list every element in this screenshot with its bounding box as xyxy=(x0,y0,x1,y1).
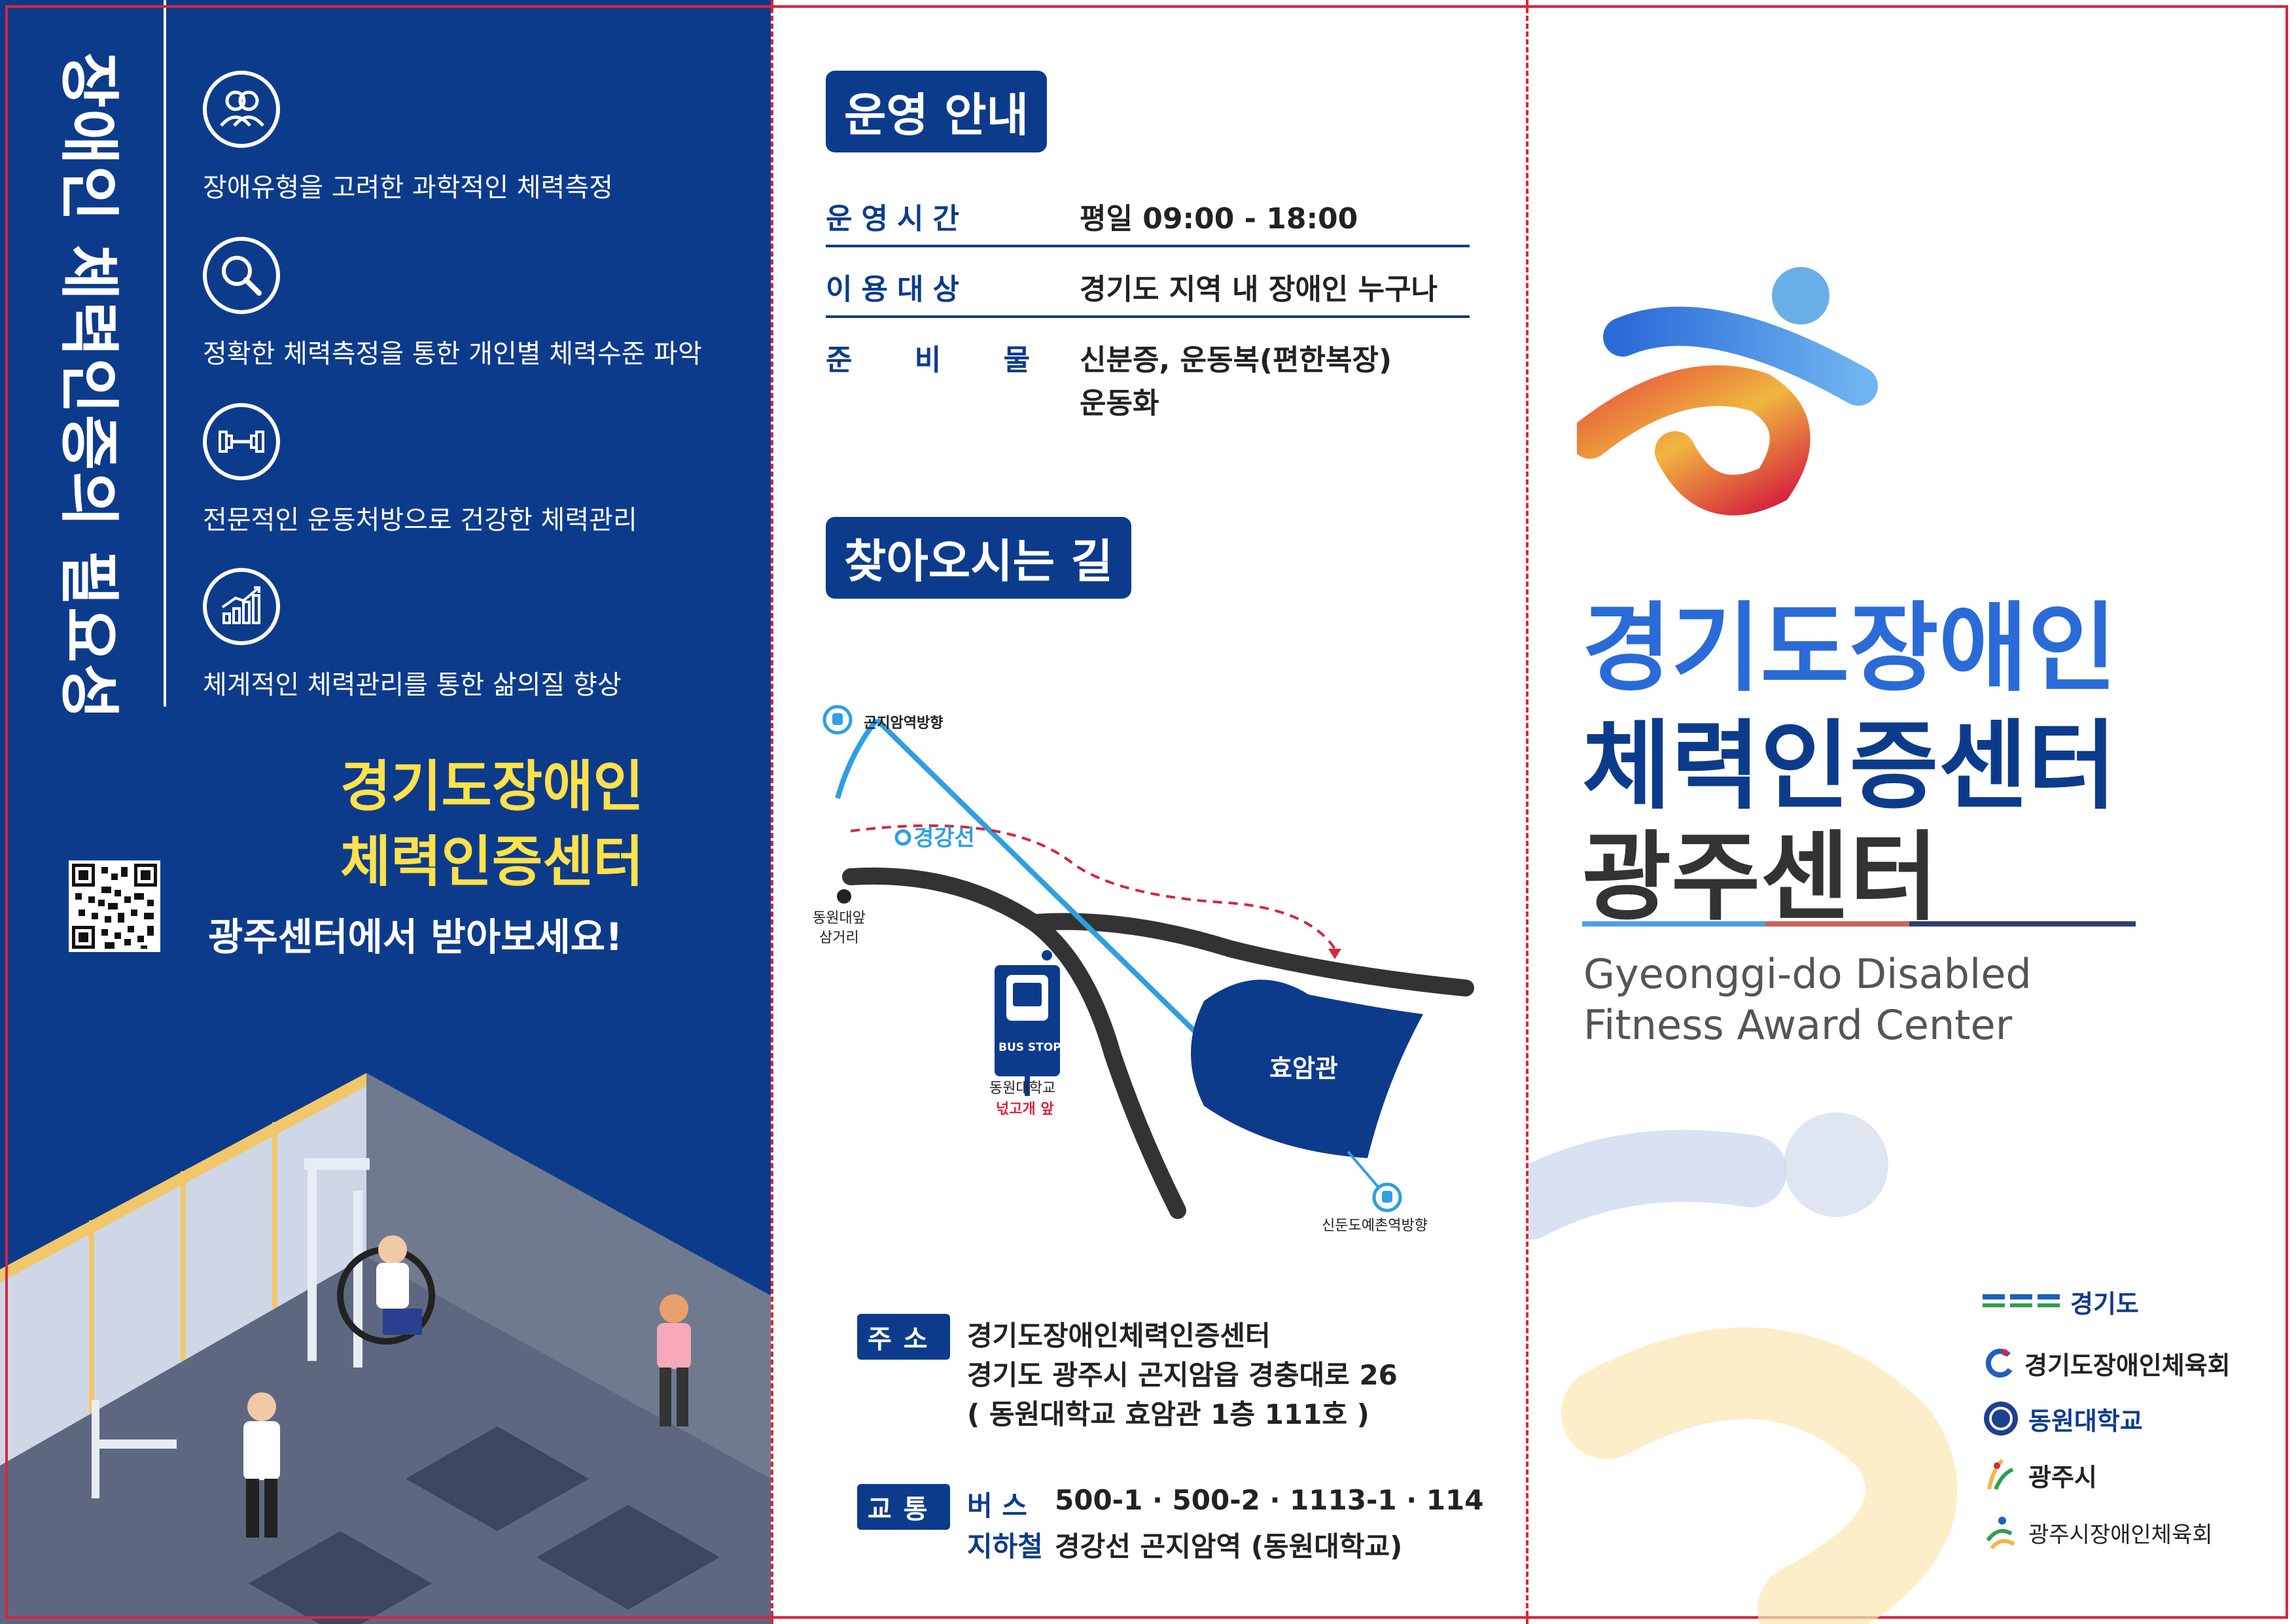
address-tag: 주소 xyxy=(857,1314,950,1360)
directions-heading: 찾아오시는 길 xyxy=(826,517,1131,599)
center-title-3: 광주센터 xyxy=(1582,821,1939,934)
sponsor-dongwon-univ[interactable]: 동원대학교 xyxy=(1983,1400,2143,1437)
address-line-3: ( 동원대학교 효암관 1층 111호 ) xyxy=(967,1398,1369,1430)
address-line-1: 경기도장애인체력인증센터 xyxy=(967,1320,1271,1352)
promo-line-3: 광주센터에서 받아보세요! xyxy=(208,915,623,959)
feature-text: 정확한 체력측정을 통한 개인별 체력수준 파악 xyxy=(203,339,702,369)
feature-4: 체계적인 체력관리를 통한 삶의질 향상 xyxy=(203,568,752,701)
feature-1: 장애유형을 고려한 과학적인 체력측정 xyxy=(203,71,752,204)
row-divider xyxy=(826,245,1470,247)
address-line-2: 경기도 광주시 곤지암읍 경충대로 26 xyxy=(967,1359,1398,1391)
center-logo xyxy=(1577,267,1878,516)
map-label-line: 경강선 xyxy=(913,825,975,851)
location-map: 곤지암역방향 경강선 동원대앞 삼거리 BUS STOP 동원대학교 넋고개 앞… xyxy=(813,705,1474,1234)
feature-text: 전문적인 운동처방으로 건강한 체력관리 xyxy=(203,505,637,535)
english-title-1: Gyeonggi-do Disabled xyxy=(1583,950,2032,998)
map-label-station-bottom: 신둔도예촌역방향 xyxy=(1322,1218,1428,1234)
row-divider xyxy=(826,315,1470,318)
gwangju-logo-icon xyxy=(1987,1458,2014,1491)
map-label-station-top: 곤지암역방향 xyxy=(864,715,943,732)
row-label-hours: 운영시간 xyxy=(826,202,968,236)
subway-info: 경강선 곤지암역 (동원대학교) xyxy=(1055,1530,1403,1562)
english-title-2: Fitness Award Center xyxy=(1583,1001,2013,1049)
map-label-bus: 동원대학교 xyxy=(989,1080,1055,1097)
gym-illustration xyxy=(0,1073,771,1624)
vertical-divider xyxy=(164,0,166,707)
fold-line-2 xyxy=(1526,0,1528,1624)
promo-line-2: 체력인증센터 xyxy=(340,830,644,894)
intersection-dot xyxy=(837,889,851,904)
center-title-1: 경기도장애인 xyxy=(1582,592,2117,705)
title-underline-navy xyxy=(1909,921,2136,927)
row-value-items: 신분증, 운동복(편한복장) xyxy=(1080,344,1392,377)
vertical-title: 장애인 체력인증의 필요성 xyxy=(54,52,124,721)
transport-tag: 교통 xyxy=(857,1484,950,1530)
fold-line-1 xyxy=(771,0,773,1624)
row-value-hours: 평일 09:00 - 18:00 xyxy=(1080,202,1358,236)
magnifier-icon xyxy=(203,237,280,314)
sponsor-gwangju[interactable]: 광주시 xyxy=(1983,1456,2097,1493)
map-label-bus-stop: BUS STOP xyxy=(998,1041,1061,1054)
operation-heading: 운영 안내 xyxy=(826,71,1047,152)
sponsor-gwangju-sports[interactable]: 광주시장애인체육회 xyxy=(1983,1514,2213,1551)
feature-text: 체계적인 체력관리를 통한 삶의질 향상 xyxy=(203,670,622,700)
feature-3: 전문적인 운동처방으로 건강한 체력관리 xyxy=(203,403,752,537)
map-label-intersection-2: 삼거리 xyxy=(819,930,859,946)
sports-council-logo-icon xyxy=(1985,1348,2013,1377)
feature-2: 정확한 체력측정을 통한 개인별 체력수준 파악 xyxy=(203,237,752,370)
bus-routes: 500-1 · 500-2 · 1113-1 · 114 xyxy=(1055,1484,1484,1516)
map-label-intersection: 동원대앞 xyxy=(813,910,866,927)
promo-line-1: 경기도장애인 xyxy=(340,754,644,819)
sponsor-gyeonggi[interactable]: 경기도 xyxy=(1983,1284,2139,1320)
row-value-items-2: 운동화 xyxy=(1080,387,1159,420)
row-label-items: 준 비 물 xyxy=(826,344,1057,377)
people-icon xyxy=(203,71,280,148)
bus-stop-dot xyxy=(1042,950,1052,961)
station-marker xyxy=(894,829,911,846)
map-label-bus-red: 넋고개 앞 xyxy=(996,1101,1054,1118)
row-value-target: 경기도 지역 내 장애인 누구나 xyxy=(1080,273,1438,306)
subway-label: 지하철 xyxy=(967,1530,1043,1562)
map-label-building: 효암관 xyxy=(1269,1054,1338,1083)
background-logo-watermark xyxy=(1528,1112,1958,1624)
feature-text: 장애유형을 고려한 과학적인 체력측정 xyxy=(203,173,613,203)
title-underline-blue xyxy=(1582,921,1765,927)
title-underline-red xyxy=(1765,921,1909,927)
center-title-2: 체력인증센터 xyxy=(1582,710,2117,822)
bus-label: 버 스 xyxy=(967,1490,1027,1522)
growth-chart-icon xyxy=(203,568,280,645)
gyeonggi-logo-icon xyxy=(1983,1294,2060,1307)
left-panel: 장애인 체력인증의 필요성 장애유형을 고려한 과학적인 체력측정 정확한 체력… xyxy=(0,0,771,1624)
row-label-target: 이용대상 xyxy=(826,273,968,306)
sponsor-gyeonggi-sports[interactable]: 경기도장애인체육회 xyxy=(1983,1345,2231,1381)
qr-code[interactable] xyxy=(69,860,160,952)
gwangju-sports-logo-icon xyxy=(1986,1517,2015,1549)
dumbbell-icon xyxy=(203,403,280,480)
university-emblem-icon xyxy=(1984,1402,2018,1436)
